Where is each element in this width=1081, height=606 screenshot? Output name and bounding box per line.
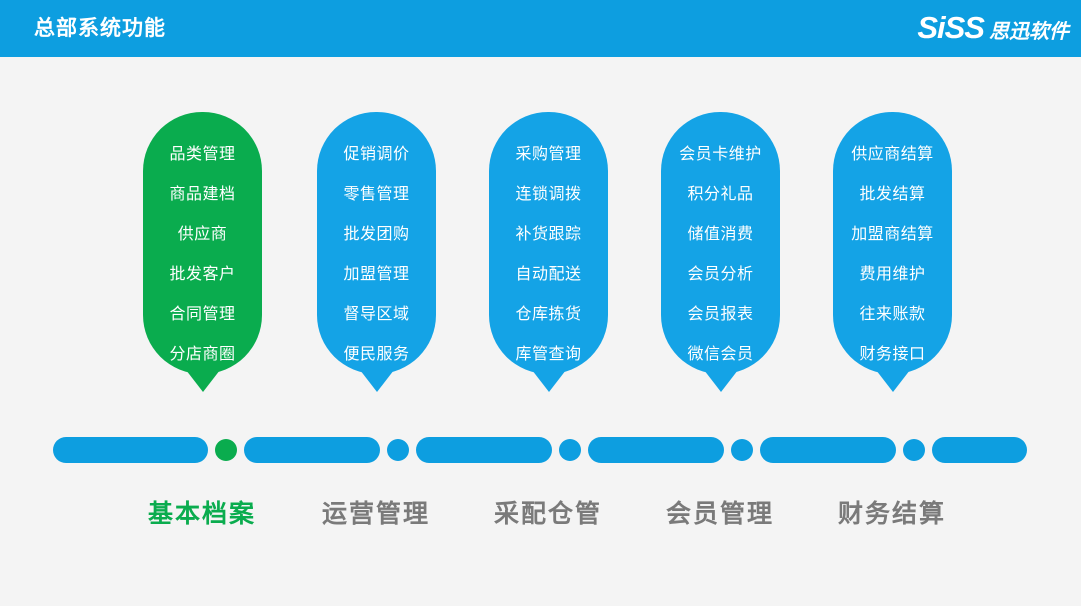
stage-label-4[interactable]: 财务结算	[837, 500, 946, 528]
bubble-item[interactable]: 采购管理	[515, 146, 582, 163]
timeline-dot-icon	[559, 439, 581, 461]
timeline-node-2[interactable]	[552, 432, 588, 468]
brand-logo: SiSS 思迅软件	[917, 12, 1069, 48]
bubble-item[interactable]: 储值消费	[687, 226, 754, 243]
stage-bubble-3[interactable]: 会员卡维护 积分礼品 储值消费 会员分析 会员报表 微信会员	[661, 112, 780, 392]
bubble-item[interactable]: 供应商结算	[851, 146, 934, 163]
bubble-item[interactable]: 会员卡维护	[679, 146, 762, 163]
bubble-item[interactable]: 自动配送	[515, 266, 582, 283]
stage-bubble-0[interactable]: 品类管理 商品建档 供应商 批发客户 合同管理 分店商圈	[143, 112, 262, 392]
bubble-tail-icon	[875, 370, 910, 392]
stage-bubble-1[interactable]: 促销调价 零售管理 批发团购 加盟管理 督导区域 便民服务	[317, 112, 436, 392]
timeline-segment	[588, 437, 724, 463]
stage-label-2[interactable]: 采配仓管	[493, 500, 602, 528]
timeline-segment	[932, 437, 1027, 463]
timeline-dot-icon	[903, 439, 925, 461]
bubble-item[interactable]: 供应商	[177, 226, 228, 243]
timeline-dot-icon	[387, 439, 409, 461]
bubble-item[interactable]: 库管查询	[515, 346, 582, 363]
timeline-segment	[244, 437, 380, 463]
logo-mark-text: SiSS	[917, 10, 985, 45]
bubble-item[interactable]: 批发结算	[859, 186, 926, 203]
timeline-segment	[416, 437, 552, 463]
bubble-tail-icon	[185, 370, 220, 392]
bubble-item[interactable]: 费用维护	[859, 266, 926, 283]
timeline-dot-icon	[215, 439, 237, 461]
bubble-item[interactable]: 零售管理	[343, 186, 410, 203]
bubble-item[interactable]: 批发团购	[343, 226, 410, 243]
bubble-item[interactable]: 批发客户	[169, 266, 236, 283]
timeline-node-0[interactable]	[208, 432, 244, 468]
bubble-item[interactable]: 督导区域	[343, 306, 410, 323]
bubble-tail-icon	[531, 370, 566, 392]
bubble-item[interactable]: 会员报表	[687, 306, 754, 323]
bubble-item[interactable]: 合同管理	[169, 306, 236, 323]
bubble-item[interactable]: 财务接口	[859, 346, 926, 363]
timeline-node-3[interactable]	[724, 432, 760, 468]
diagram-canvas: 品类管理 商品建档 供应商 批发客户 合同管理 分店商圈 促销调价 零售管理 批…	[0, 57, 1081, 606]
stage-label-3[interactable]: 会员管理	[665, 500, 774, 528]
bubble-item[interactable]: 便民服务	[343, 346, 410, 363]
bubble-item[interactable]: 连锁调拨	[515, 186, 582, 203]
timeline-node-4[interactable]	[896, 432, 932, 468]
stage-bubble-2[interactable]: 采购管理 连锁调拨 补货跟踪 自动配送 仓库拣货 库管查询	[489, 112, 608, 392]
timeline-track	[53, 432, 1027, 468]
bubble-tail-icon	[359, 370, 394, 392]
page-title: 总部系统功能	[34, 17, 166, 40]
bubble-item[interactable]: 往来账款	[859, 306, 926, 323]
stage-label-1[interactable]: 运营管理	[321, 500, 430, 528]
bubble-item[interactable]: 分店商圈	[169, 346, 236, 363]
timeline-dot-icon	[731, 439, 753, 461]
page-header: 总部系统功能 SiSS 思迅软件	[0, 0, 1081, 57]
bubble-item[interactable]: 加盟管理	[343, 266, 410, 283]
timeline-segment	[53, 437, 208, 463]
bubble-item[interactable]: 仓库拣货	[515, 306, 582, 323]
bubble-tail-icon	[703, 370, 738, 392]
bubble-item[interactable]: 微信会员	[687, 346, 754, 363]
bubble-item[interactable]: 促销调价	[343, 146, 410, 163]
bubble-item[interactable]: 商品建档	[169, 186, 236, 203]
bubble-item[interactable]: 品类管理	[169, 146, 236, 163]
stage-bubble-4[interactable]: 供应商结算 批发结算 加盟商结算 费用维护 往来账款 财务接口	[833, 112, 952, 392]
stage-label-0[interactable]: 基本档案	[147, 500, 256, 528]
bubble-item[interactable]: 会员分析	[687, 266, 754, 283]
bubble-item[interactable]: 积分礼品	[687, 186, 754, 203]
logo-word-text: 思迅软件	[989, 21, 1069, 43]
bubble-item[interactable]: 加盟商结算	[851, 226, 934, 243]
timeline-node-1[interactable]	[380, 432, 416, 468]
bubble-item[interactable]: 补货跟踪	[515, 226, 582, 243]
timeline-segment	[760, 437, 896, 463]
